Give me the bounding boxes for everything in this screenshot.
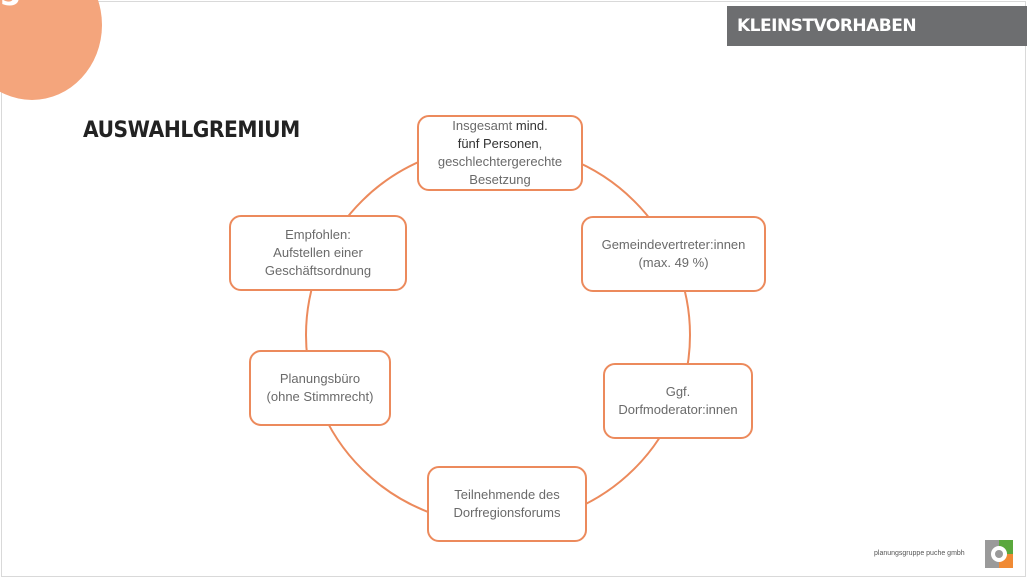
node-right-bottom: Ggf. Dorfmoderator:innen <box>603 363 753 439</box>
header-label: KLEINSTVORHABEN <box>737 16 917 36</box>
node-top: Insgesamt mind. fünf Personen, geschlech… <box>417 115 583 191</box>
page-number: 5 <box>0 0 21 13</box>
company-logo <box>985 540 1013 568</box>
node-left-bottom: Planungsbüro (ohne Stimmrecht) <box>249 350 391 426</box>
node-bottom: Teilnehmende des Dorfregionsforums <box>427 466 587 542</box>
node-right-top: Gemeindevertreter:innen (max. 49 %) <box>581 216 766 292</box>
company-name: planungsgruppe puche gmbh <box>874 550 965 557</box>
node-left-top: Empfohlen: Aufstellen einer Geschäftsord… <box>229 215 407 291</box>
header-bar: KLEINSTVORHABEN <box>727 6 1027 46</box>
section-title: AUSWAHLGREMIUM <box>83 118 300 143</box>
